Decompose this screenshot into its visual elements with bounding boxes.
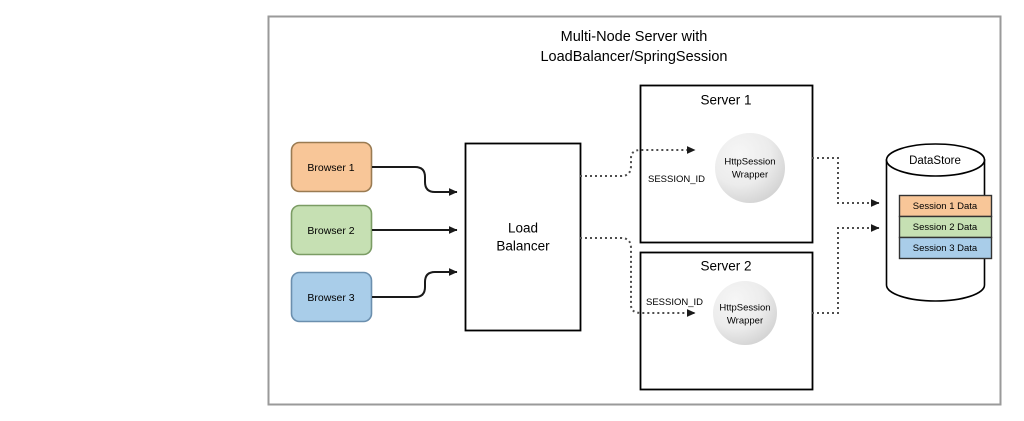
load-balancer-box[interactable] [464, 142, 582, 332]
connector-server2-to-session2 [812, 224, 880, 314]
diagram-title-line1: Multi-Node Server with [561, 29, 708, 45]
load-balancer-label-line2: Balancer [496, 239, 550, 254]
datastore-row-session1-label: Session 1 Data [913, 201, 978, 212]
server-2-session-id-label: SESSION_ID [646, 297, 703, 308]
datastore-title: DataStore [909, 155, 961, 167]
datastore-cylinder-top [885, 143, 986, 177]
server-2-wrapper-label-line1: HttpSession [719, 303, 770, 314]
load-balancer-label-line1: Load [508, 221, 538, 236]
connector-browser1-to-lb [372, 166, 458, 196]
browser-3-box[interactable] [290, 271, 373, 323]
connector-browser3-to-lb [372, 268, 458, 298]
datastore-row-session3-label: Session 3 Data [913, 243, 978, 254]
browser-2-label: Browser 2 [307, 225, 354, 237]
connector-server1-to-session1 [812, 157, 880, 207]
datastore-row-session3[interactable] [898, 236, 993, 260]
browser-3-label: Browser 3 [307, 292, 354, 304]
server-1-wrapper-label-line1: HttpSession [724, 157, 775, 168]
server-1-httpsession-wrapper[interactable] [715, 133, 785, 203]
server-1-session-id-label: SESSION_ID [648, 174, 705, 185]
browser-1-box[interactable] [290, 141, 373, 193]
datastore-row-session2-label: Session 2 Data [913, 222, 978, 233]
server-1-title: Server 1 [700, 93, 751, 108]
browser-1-label: Browser 1 [307, 162, 354, 174]
browser-2-box[interactable] [290, 204, 373, 256]
outer-container [267, 15, 1002, 406]
diagram-title-line2: LoadBalancer/SpringSession [540, 49, 727, 65]
connector-lb-to-server1 [580, 146, 696, 177]
server-1-wrapper-label-line2: Wrapper [732, 170, 768, 181]
server-2-box[interactable] [639, 251, 814, 391]
server-2-title: Server 2 [700, 259, 751, 274]
connector-lb-to-server2 [580, 237, 696, 317]
server-2-httpsession-wrapper[interactable] [713, 281, 777, 345]
server-2-wrapper-label-line2: Wrapper [727, 316, 763, 327]
